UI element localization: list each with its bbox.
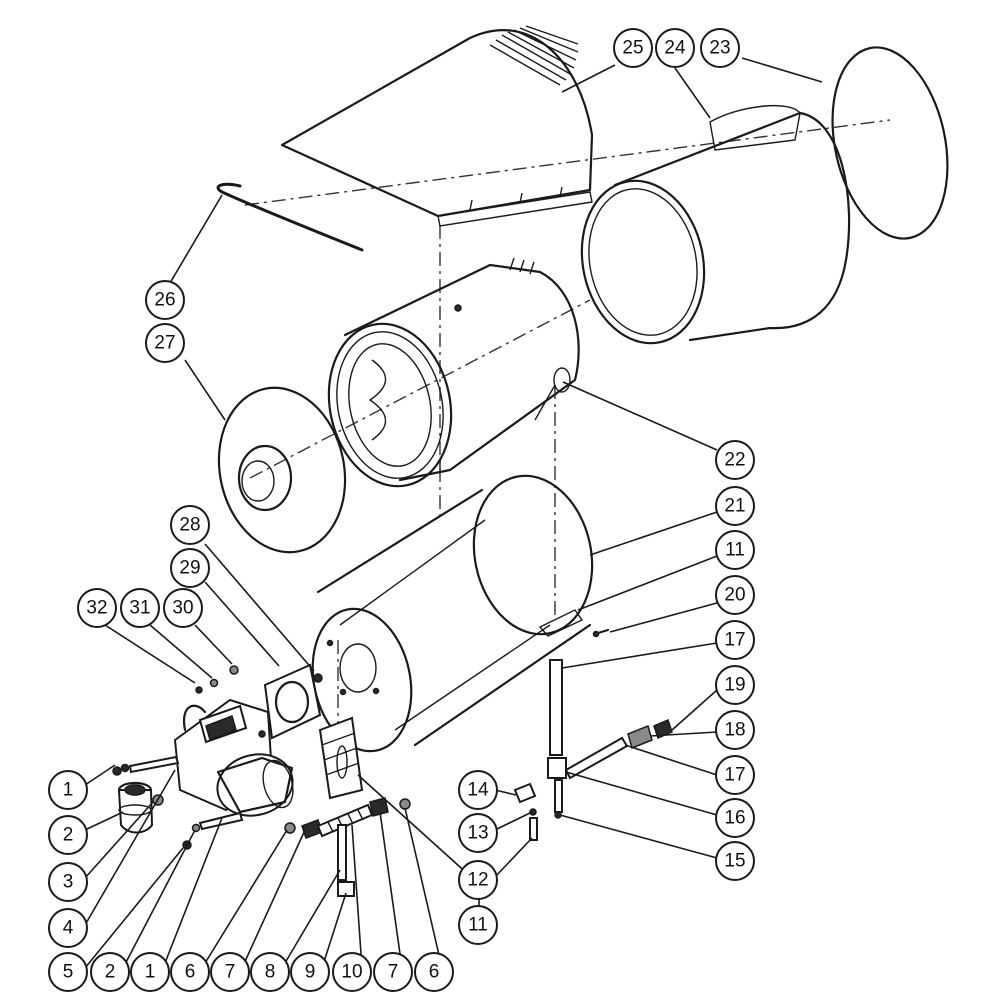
callout-7-right: 7 bbox=[373, 952, 413, 992]
svg-text:1: 1 bbox=[63, 780, 74, 801]
slotted-bracket-part bbox=[318, 716, 364, 800]
svg-text:30: 30 bbox=[172, 598, 193, 619]
right-plumbing-parts bbox=[513, 659, 673, 841]
callout-27: 27 bbox=[145, 323, 185, 363]
svg-text:18: 18 bbox=[724, 720, 745, 741]
svg-text:6: 6 bbox=[429, 962, 440, 983]
svg-text:13: 13 bbox=[467, 823, 488, 844]
callout-23: 23 bbox=[700, 28, 740, 68]
svg-text:7: 7 bbox=[388, 962, 399, 983]
callout-17-lower: 17 bbox=[715, 755, 755, 795]
svg-text:24: 24 bbox=[664, 38, 686, 59]
rear-plate-part bbox=[217, 386, 347, 554]
fitting-upper bbox=[112, 766, 122, 776]
vent-slots bbox=[489, 25, 579, 86]
svg-text:11: 11 bbox=[725, 540, 745, 561]
callout-20: 20 bbox=[715, 575, 755, 615]
callout-6-right: 6 bbox=[414, 952, 454, 992]
wire-part bbox=[216, 182, 364, 252]
callout-15: 15 bbox=[715, 841, 755, 881]
fastener-28 bbox=[313, 673, 323, 683]
callout-2-upper: 2 bbox=[48, 815, 88, 855]
fastener-32 bbox=[195, 686, 203, 694]
svg-text:17: 17 bbox=[724, 765, 745, 786]
svg-text:14: 14 bbox=[467, 780, 489, 801]
svg-text:1: 1 bbox=[145, 962, 156, 983]
callout-11-upper: 11 bbox=[715, 530, 755, 570]
callout-2-lower: 2 bbox=[90, 952, 130, 992]
callout-21: 21 bbox=[715, 486, 755, 526]
svg-text:25: 25 bbox=[622, 38, 643, 59]
center-lines bbox=[244, 119, 891, 725]
svg-text:10: 10 bbox=[341, 962, 362, 983]
svg-text:29: 29 bbox=[179, 558, 200, 579]
svg-text:16: 16 bbox=[724, 808, 745, 829]
svg-text:27: 27 bbox=[154, 333, 175, 354]
outer-shell-part bbox=[580, 104, 851, 345]
callout-30: 30 bbox=[163, 588, 203, 628]
callout-16: 16 bbox=[715, 798, 755, 838]
flange-gasket-part bbox=[263, 663, 322, 740]
inner-housing-part bbox=[327, 257, 580, 488]
svg-text:22: 22 bbox=[724, 450, 745, 471]
svg-text:2: 2 bbox=[63, 825, 74, 846]
callout-18: 18 bbox=[715, 710, 755, 750]
pump-motor-part bbox=[173, 698, 294, 817]
svg-text:11: 11 bbox=[468, 915, 488, 936]
callout-11-lower: 11 bbox=[458, 905, 498, 945]
svg-text:7: 7 bbox=[225, 962, 236, 983]
svg-text:19: 19 bbox=[724, 675, 745, 696]
callout-17-upper: 17 bbox=[715, 620, 755, 660]
svg-text:17: 17 bbox=[724, 630, 745, 651]
svg-text:32: 32 bbox=[86, 598, 107, 619]
callout-3: 3 bbox=[48, 862, 88, 902]
callout-1-lower: 1 bbox=[130, 952, 170, 992]
callout-8: 8 bbox=[250, 952, 290, 992]
callout-26: 26 bbox=[145, 280, 185, 320]
callout-31: 31 bbox=[120, 588, 160, 628]
svg-text:3: 3 bbox=[63, 872, 74, 893]
callout-14: 14 bbox=[458, 770, 498, 810]
bracket-upper-part bbox=[538, 609, 584, 637]
callout-12: 12 bbox=[458, 860, 498, 900]
svg-text:26: 26 bbox=[154, 290, 175, 311]
svg-text:8: 8 bbox=[265, 962, 276, 983]
callout-9: 9 bbox=[290, 952, 330, 992]
svg-text:20: 20 bbox=[724, 585, 745, 606]
nozzle-upper-part bbox=[120, 755, 180, 774]
callout-28: 28 bbox=[170, 505, 210, 545]
callout-22: 22 bbox=[715, 440, 755, 480]
svg-text:21: 21 bbox=[724, 496, 745, 517]
callout-25: 25 bbox=[613, 28, 653, 68]
fastener-31 bbox=[209, 678, 219, 688]
svg-text:9: 9 bbox=[305, 962, 316, 983]
callout-6-left: 6 bbox=[170, 952, 210, 992]
callout-32: 32 bbox=[77, 588, 117, 628]
callout-1-upper: 1 bbox=[48, 770, 88, 810]
fastener-30 bbox=[229, 665, 239, 675]
callout-10: 10 bbox=[332, 952, 372, 992]
callout-19: 19 bbox=[715, 665, 755, 705]
screw-part bbox=[592, 628, 610, 638]
svg-text:5: 5 bbox=[63, 962, 74, 983]
svg-text:6: 6 bbox=[185, 962, 196, 983]
svg-text:28: 28 bbox=[179, 515, 200, 536]
callout-13: 13 bbox=[458, 813, 498, 853]
callout-5: 5 bbox=[48, 952, 88, 992]
fuel-line-parts bbox=[284, 797, 411, 897]
callout-4: 4 bbox=[48, 908, 88, 948]
svg-text:23: 23 bbox=[709, 38, 730, 59]
svg-text:15: 15 bbox=[724, 851, 745, 872]
svg-text:2: 2 bbox=[105, 962, 116, 983]
svg-text:4: 4 bbox=[63, 918, 74, 939]
callout-24: 24 bbox=[655, 28, 695, 68]
callout-7-left: 7 bbox=[210, 952, 250, 992]
svg-text:12: 12 bbox=[467, 870, 488, 891]
svg-text:31: 31 bbox=[129, 598, 150, 619]
callout-29: 29 bbox=[170, 548, 210, 588]
top-cover-part bbox=[280, 25, 594, 227]
end-disc-part bbox=[831, 46, 949, 240]
leader-lines bbox=[84, 57, 823, 969]
